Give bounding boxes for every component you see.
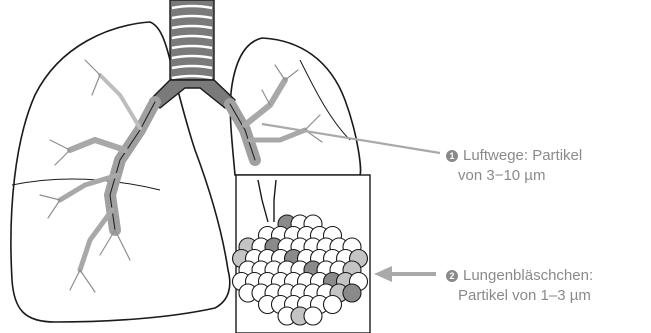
alveolus (343, 284, 361, 302)
label-alveoli-line2: Partikel von 1–3 µm (446, 286, 593, 306)
label-alveoli: 2 Lungenbläschchen: Partikel von 1–3 µm (446, 266, 593, 306)
marker-1: 1 (446, 150, 458, 162)
alveolus (304, 307, 322, 325)
label-airways: 1 Luftwege: Partikel von 3−10 µm (446, 146, 582, 186)
label-airways-line1: Luftwege: Partikel (463, 147, 582, 164)
alveoli-pointer-arrow (374, 266, 436, 282)
label-alveoli-line1: Lungenbläschchen: (463, 267, 593, 284)
marker-2: 2 (446, 270, 458, 282)
label-airways-line2: von 3−10 µm (446, 166, 582, 186)
alveolus (324, 296, 342, 314)
